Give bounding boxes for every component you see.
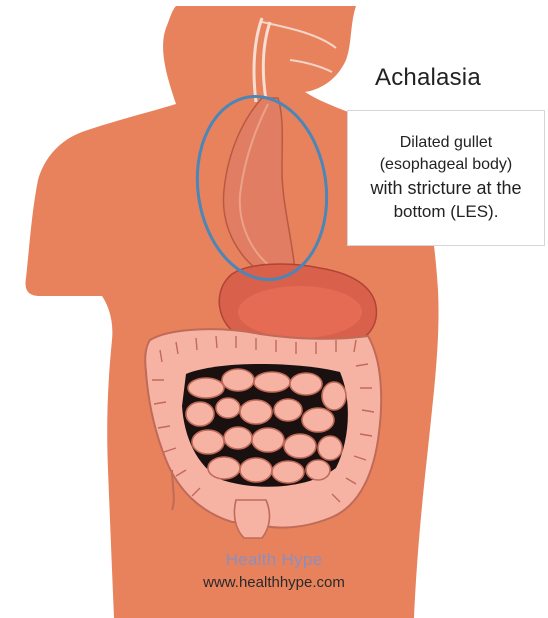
callout-line-2: (esophageal body) bbox=[380, 154, 513, 176]
stomach-highlight bbox=[238, 286, 362, 338]
callout-box: Dilated gullet (esophageal body) with st… bbox=[347, 110, 545, 246]
callout-line-4: bottom (LES). bbox=[394, 200, 499, 224]
watermark-brand: Health Hype bbox=[0, 550, 548, 570]
callout-line-3: with stricture at the bbox=[370, 176, 521, 200]
callout-line-1: Dilated gullet bbox=[400, 132, 493, 154]
diagram-title: Achalasia bbox=[375, 64, 481, 92]
watermark-url: www.healthhype.com bbox=[0, 574, 548, 591]
rectum bbox=[234, 500, 269, 538]
